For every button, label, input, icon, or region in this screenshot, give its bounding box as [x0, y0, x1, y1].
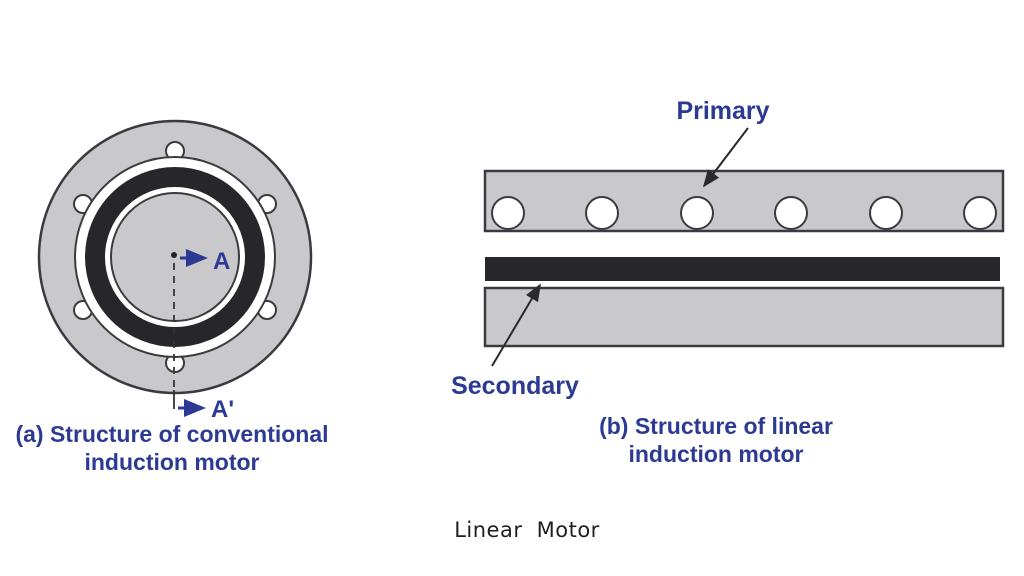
caption-a-line1: (a) Structure of conventional: [15, 421, 328, 447]
center-dot: [171, 252, 177, 258]
secondary-arrow-icon: [491, 283, 541, 367]
primary-arrow-icon: [702, 127, 749, 188]
slot-hole-3: [680, 196, 714, 230]
section-arrow-a-prime-icon: [184, 399, 206, 417]
label-section-a-prime: A': [211, 396, 234, 423]
label-section-a: A: [213, 248, 230, 275]
caption-a-line2: induction motor: [84, 449, 259, 475]
panel-b-diagram: Primary Secondary (b) Structure of linea…: [451, 97, 1005, 467]
slot-hole-2: [585, 196, 619, 230]
slot-hole-1: [491, 196, 525, 230]
label-primary: Primary: [676, 97, 769, 125]
panel-a-diagram: A A' (a) Structure of conventional induc…: [15, 119, 329, 475]
section-arrow-a-icon: [186, 249, 208, 267]
secondary-backing-bar: [483, 286, 1005, 348]
caption-b-line1: (b) Structure of linear: [599, 413, 833, 439]
primary-bar: [483, 169, 1005, 233]
slot-hole-5: [869, 196, 903, 230]
caption-b-line2: induction motor: [628, 441, 803, 467]
label-secondary: Secondary: [451, 372, 579, 400]
secondary-plate: [485, 257, 1000, 281]
figure-title: Linear Motor: [454, 518, 600, 542]
slot-hole-6: [963, 196, 997, 230]
stator-core-ring: [85, 167, 265, 347]
slot-hole-4: [774, 196, 808, 230]
